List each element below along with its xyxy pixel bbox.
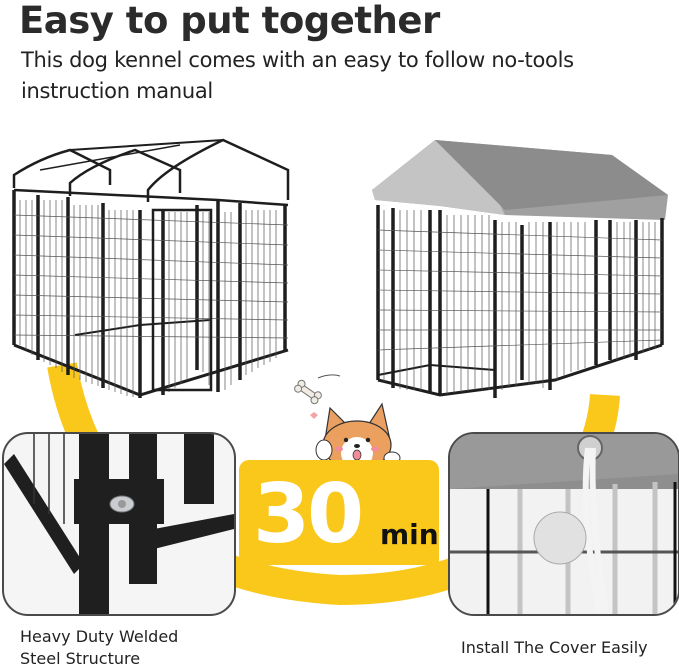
- page-title: Easy to put together: [19, 0, 440, 42]
- bone-icon: [294, 379, 322, 405]
- feature-caption-line1: Heavy Duty Welded: [20, 627, 179, 646]
- feature-caption-cover: Install The Cover Easily: [461, 638, 648, 657]
- bungee-ball-icon: [533, 511, 587, 565]
- feature-caption-steel: Heavy Duty Welded Steel Structure: [20, 626, 178, 670]
- cover-install-closeup-image: [448, 432, 679, 616]
- right-kennel-image: [372, 140, 668, 398]
- assembly-time-badge: 30 min: [239, 460, 439, 565]
- left-kennel-image: [12, 138, 290, 398]
- wing-nut-icon: [109, 495, 135, 513]
- assembly-time-unit: min: [380, 518, 439, 551]
- corgi-mascot: [294, 374, 401, 470]
- feature-caption-line2: Steel Structure: [20, 649, 141, 668]
- welded-steel-closeup-image: [2, 432, 236, 616]
- page-subtitle: This dog kennel comes with an easy to fo…: [21, 48, 574, 103]
- assembly-time-value: 30: [253, 467, 364, 562]
